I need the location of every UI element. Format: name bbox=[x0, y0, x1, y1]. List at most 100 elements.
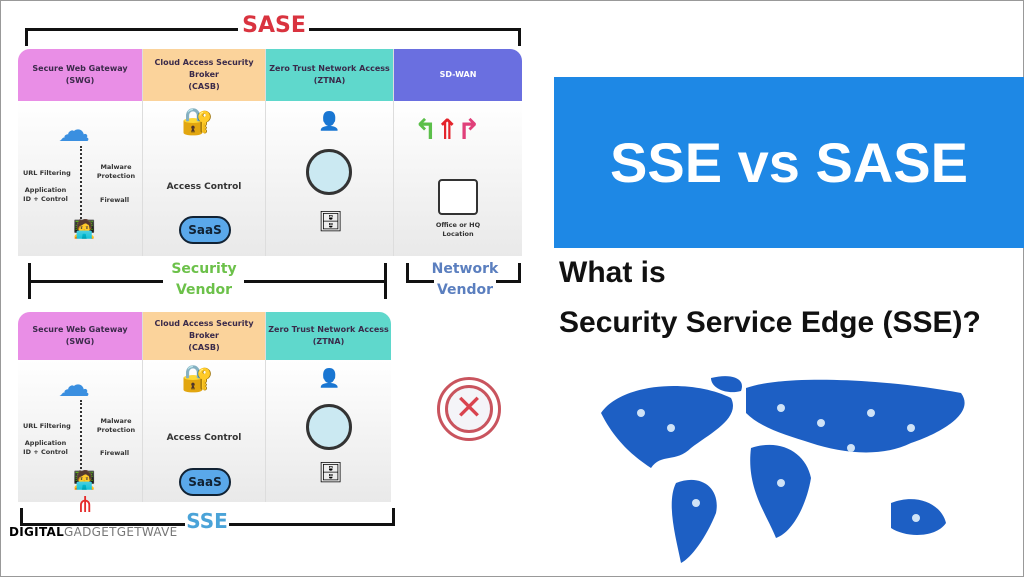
sse-bracket-right bbox=[229, 523, 394, 526]
bracket-end bbox=[25, 28, 28, 46]
column-body: 🔐 Access Control SaaS bbox=[143, 360, 265, 502]
column-casb: Cloud Access Security Broker (CASB) 🔐 Acc… bbox=[143, 312, 266, 502]
feature-label: URL Filtering bbox=[23, 169, 71, 177]
column-header: Cloud Access Security Broker (CASB) bbox=[143, 312, 265, 360]
server-database-icon: 🗄 bbox=[318, 209, 344, 233]
column-body: ↰⇑↱ Office or HQ Location bbox=[394, 101, 522, 256]
users-globe-lock-icon: 🔐 bbox=[181, 107, 214, 137]
routing-arrows-icon: ↰⇑↱ bbox=[414, 113, 480, 146]
user-computer-icon: 🧑‍💻 bbox=[73, 470, 96, 491]
watermark-rest: GADGETGETWAVE bbox=[64, 525, 178, 539]
sase-table: Secure Web Gateway (SWG) ☁ URL Filtering … bbox=[18, 49, 522, 256]
feature-label: Malware Protection bbox=[96, 163, 136, 181]
sase-label: SASE bbox=[242, 13, 306, 38]
feature-label: Application ID + Control bbox=[23, 186, 68, 204]
not-included-icon: ✕ bbox=[437, 377, 501, 441]
bracket-end bbox=[518, 28, 521, 46]
column-body: 🔐 Access Control SaaS bbox=[143, 101, 265, 256]
header-abbr: (SWG) bbox=[65, 76, 95, 85]
label-line: Vendor bbox=[436, 282, 494, 298]
sse-bracket-left bbox=[20, 523, 185, 526]
header-title: Zero Trust Network Access bbox=[269, 64, 390, 73]
network-vendor-bracket bbox=[406, 280, 434, 283]
feature-label: URL Filtering bbox=[23, 422, 71, 430]
header-title: Secure Web Gateway bbox=[32, 325, 128, 334]
server-database-icon: 🗄 bbox=[318, 460, 344, 484]
header-abbr: (ZTNA) bbox=[313, 76, 346, 85]
watermark-logo-icon: ⋔ bbox=[76, 493, 95, 518]
feature-label: Access Control bbox=[166, 182, 242, 192]
user-computer-icon: 🧑‍💻 bbox=[73, 219, 96, 240]
eurasia bbox=[746, 379, 965, 453]
column-header: Zero Trust Network Access (ZTNA) bbox=[266, 312, 391, 360]
africa bbox=[750, 444, 811, 538]
south-america bbox=[671, 479, 717, 563]
question-line-1: What is bbox=[559, 256, 666, 289]
label-line: Vendor bbox=[175, 282, 233, 298]
column-header: SD-WAN bbox=[394, 49, 522, 101]
column-header: Cloud Access Security Broker (CASB) bbox=[143, 49, 265, 101]
greenland bbox=[711, 376, 742, 393]
router-icon bbox=[438, 179, 478, 215]
bracket-end bbox=[384, 263, 387, 299]
column-swg: Secure Web Gateway (SWG) ☁ URL Filtering … bbox=[18, 312, 143, 502]
header-abbr: (SWG) bbox=[65, 337, 95, 346]
column-header: Zero Trust Network Access (ZTNA) bbox=[266, 49, 393, 101]
header-title: SD-WAN bbox=[439, 70, 477, 79]
watermark-bold: DIGITAL bbox=[9, 525, 65, 539]
header-abbr: (CASB) bbox=[188, 343, 220, 352]
feature-label: Application ID + Control bbox=[23, 439, 68, 457]
location-label: Office or HQ Location bbox=[435, 221, 481, 239]
column-body: ☁ URL Filtering Application ID + Control… bbox=[18, 101, 142, 256]
world-map-icon bbox=[601, 376, 965, 563]
column-sdwan: SD-WAN ↰⇑↱ Office or HQ Location bbox=[394, 49, 522, 256]
bracket-end bbox=[20, 508, 23, 526]
security-vendor-bracket bbox=[244, 280, 386, 283]
sse-label: SSE bbox=[186, 509, 228, 533]
header-abbr: (CASB) bbox=[188, 82, 220, 91]
column-swg: Secure Web Gateway (SWG) ☁ URL Filtering … bbox=[18, 49, 143, 256]
bracket-end bbox=[406, 263, 409, 283]
security-vendor-bracket bbox=[28, 280, 163, 283]
watermark: DIGITALGADGETGETWAVE bbox=[9, 525, 178, 539]
header-title: Cloud Access Security Broker bbox=[154, 58, 254, 79]
column-header: Secure Web Gateway (SWG) bbox=[18, 312, 142, 360]
network-globe-icon bbox=[306, 404, 352, 450]
north-america bbox=[601, 386, 733, 468]
network-globe-icon bbox=[306, 149, 352, 195]
header-title: Zero Trust Network Access bbox=[268, 325, 389, 334]
user-icon: 👤 bbox=[318, 368, 341, 389]
label-line: Security bbox=[171, 261, 237, 277]
bracket-end bbox=[392, 508, 395, 526]
column-body: ☁ URL Filtering Application ID + Control… bbox=[18, 360, 142, 502]
header-title: Secure Web Gateway bbox=[32, 64, 128, 73]
column-body: 👤 🗄 bbox=[266, 101, 393, 256]
saas-cloud-icon: SaaS bbox=[179, 216, 231, 244]
feature-label: Access Control bbox=[166, 433, 242, 443]
banner-title: SSE vs SASE bbox=[610, 131, 968, 194]
header-title: Cloud Access Security Broker bbox=[154, 319, 254, 340]
feature-label: Firewall bbox=[100, 449, 130, 457]
cloud-lock-icon: ☁ bbox=[58, 366, 90, 404]
column-ztna: Zero Trust Network Access (ZTNA) 👤 🗄 bbox=[266, 49, 394, 256]
column-ztna: Zero Trust Network Access (ZTNA) 👤 🗄 bbox=[266, 312, 391, 502]
dotted-connector bbox=[80, 146, 82, 226]
question-line-2: Security Service Edge (SSE)? bbox=[559, 306, 981, 339]
dotted-connector bbox=[80, 400, 82, 480]
feature-label: Firewall bbox=[100, 196, 130, 204]
column-header: Secure Web Gateway (SWG) bbox=[18, 49, 142, 101]
title-banner: SSE vs SASE bbox=[554, 77, 1024, 248]
header-abbr: (ZTNA) bbox=[312, 337, 345, 346]
bracket-end bbox=[518, 263, 521, 283]
x-mark-icon: ✕ bbox=[445, 385, 493, 433]
network-vendor-bracket bbox=[496, 280, 521, 283]
cloud-lock-icon: ☁ bbox=[58, 111, 90, 149]
sase-bracket-left bbox=[28, 28, 238, 31]
sse-table: Secure Web Gateway (SWG) ☁ URL Filtering … bbox=[18, 312, 391, 502]
feature-label: Malware Protection bbox=[96, 417, 136, 435]
column-casb: Cloud Access Security Broker (CASB) 🔐 Acc… bbox=[143, 49, 266, 256]
label-line: Network bbox=[431, 261, 499, 277]
column-body: 👤 🗄 bbox=[266, 360, 391, 502]
